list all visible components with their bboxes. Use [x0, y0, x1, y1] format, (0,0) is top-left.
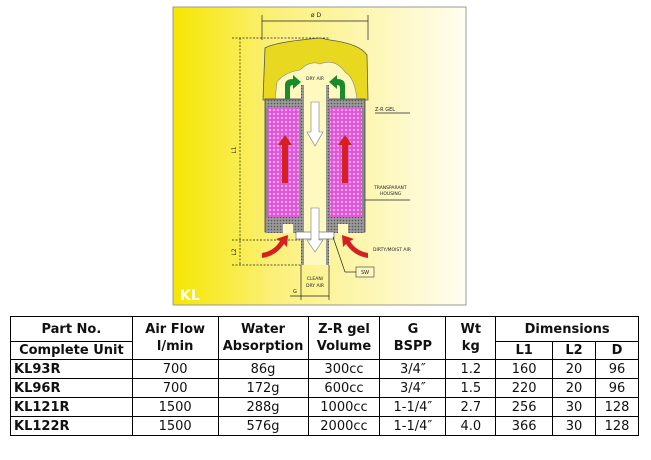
header-dimensions: Dimensions [495, 316, 639, 342]
filter-cross-section-diagram: ø D L1 L2 G DRY AIR Z-R GEL TRANSPARANT [172, 6, 467, 306]
table-cell: 172g [217, 378, 309, 398]
dimension-d-label: ø D [311, 12, 322, 19]
table-cell: 2.7 [445, 397, 497, 417]
table-cell: 3/4″ [379, 378, 447, 398]
table-cell: 96 [595, 378, 639, 398]
part-number-cell: KL96R [10, 378, 133, 398]
table-cell: 1500 [131, 397, 219, 417]
dirty-air-label: DIRTY/MOIST AIR [373, 247, 411, 253]
table-cell: 160 [495, 359, 554, 379]
arrow-green-icon [329, 75, 345, 99]
table-cell: 256 [495, 397, 554, 417]
header-part-no: Part No. [10, 316, 133, 342]
header-l1: L1 [495, 341, 554, 360]
table-cell: 1.2 [445, 359, 497, 379]
table-cell: 128 [595, 397, 639, 417]
table-cell: 600cc [307, 378, 381, 398]
header-d: D [595, 341, 639, 360]
arrow-up-red-icon [338, 135, 352, 183]
part-number-cell: KL122R [10, 416, 133, 436]
table-cell: 1-1/4″ [379, 416, 447, 436]
table-cell: 20 [552, 378, 596, 398]
dimension-l2-label: L2 [231, 248, 238, 255]
dimension-d [261, 15, 369, 40]
clean-air-label-2: DRY AIR [306, 283, 324, 289]
table-cell: 1000cc [307, 397, 381, 417]
dimension-lines [232, 37, 330, 266]
table-cell: 1.5 [445, 378, 497, 398]
table-cell: 1-1/4″ [379, 397, 447, 417]
zr-gel-label: Z-R GEL [375, 107, 395, 113]
dry-air-label: DRY AIR [306, 76, 324, 82]
table-cell: 4.0 [445, 416, 497, 436]
arrow-down-icon [306, 207, 324, 253]
table-cell: 86g [217, 359, 309, 379]
table-cell: 2000cc [307, 416, 381, 436]
table-cell: 700 [131, 378, 219, 398]
table-cell: 366 [495, 416, 554, 436]
table-cell: 220 [495, 378, 554, 398]
table-cell: 128 [595, 416, 639, 436]
dimension-l1-label: L1 [231, 146, 238, 153]
sw-label: SW [361, 270, 369, 276]
table-cell: 20 [552, 359, 596, 379]
table-cell: 96 [595, 359, 639, 379]
model-label: KL [180, 288, 200, 304]
table-cell: 30 [552, 416, 596, 436]
arrow-up-red-icon [278, 135, 292, 183]
arrow-down-icon [306, 101, 324, 147]
table-cell: 30 [552, 397, 596, 417]
arrow-green-icon [285, 75, 301, 99]
header-l2: L2 [552, 341, 596, 360]
header-complete-unit: Complete Unit [10, 341, 133, 360]
clean-air-label: CLEAN/ [307, 276, 324, 282]
part-number-cell: KL121R [10, 397, 133, 417]
table-cell: 300cc [307, 359, 381, 379]
part-number-cell: KL93R [10, 359, 133, 379]
dimension-g-label: G [293, 289, 297, 295]
table-cell: 700 [131, 359, 219, 379]
arrow-inlet-red-icon [342, 235, 368, 258]
housing-label: TRANSPARANT [373, 185, 407, 191]
table-cell: 576g [217, 416, 309, 436]
arrow-inlet-red-icon [262, 235, 288, 258]
table-cell: 1500 [131, 416, 219, 436]
table-cell: 288g [217, 397, 309, 417]
cap-cavity [274, 61, 358, 101]
housing-label-2: HOUSING [380, 191, 402, 197]
table-cell: 3/4″ [379, 359, 447, 379]
